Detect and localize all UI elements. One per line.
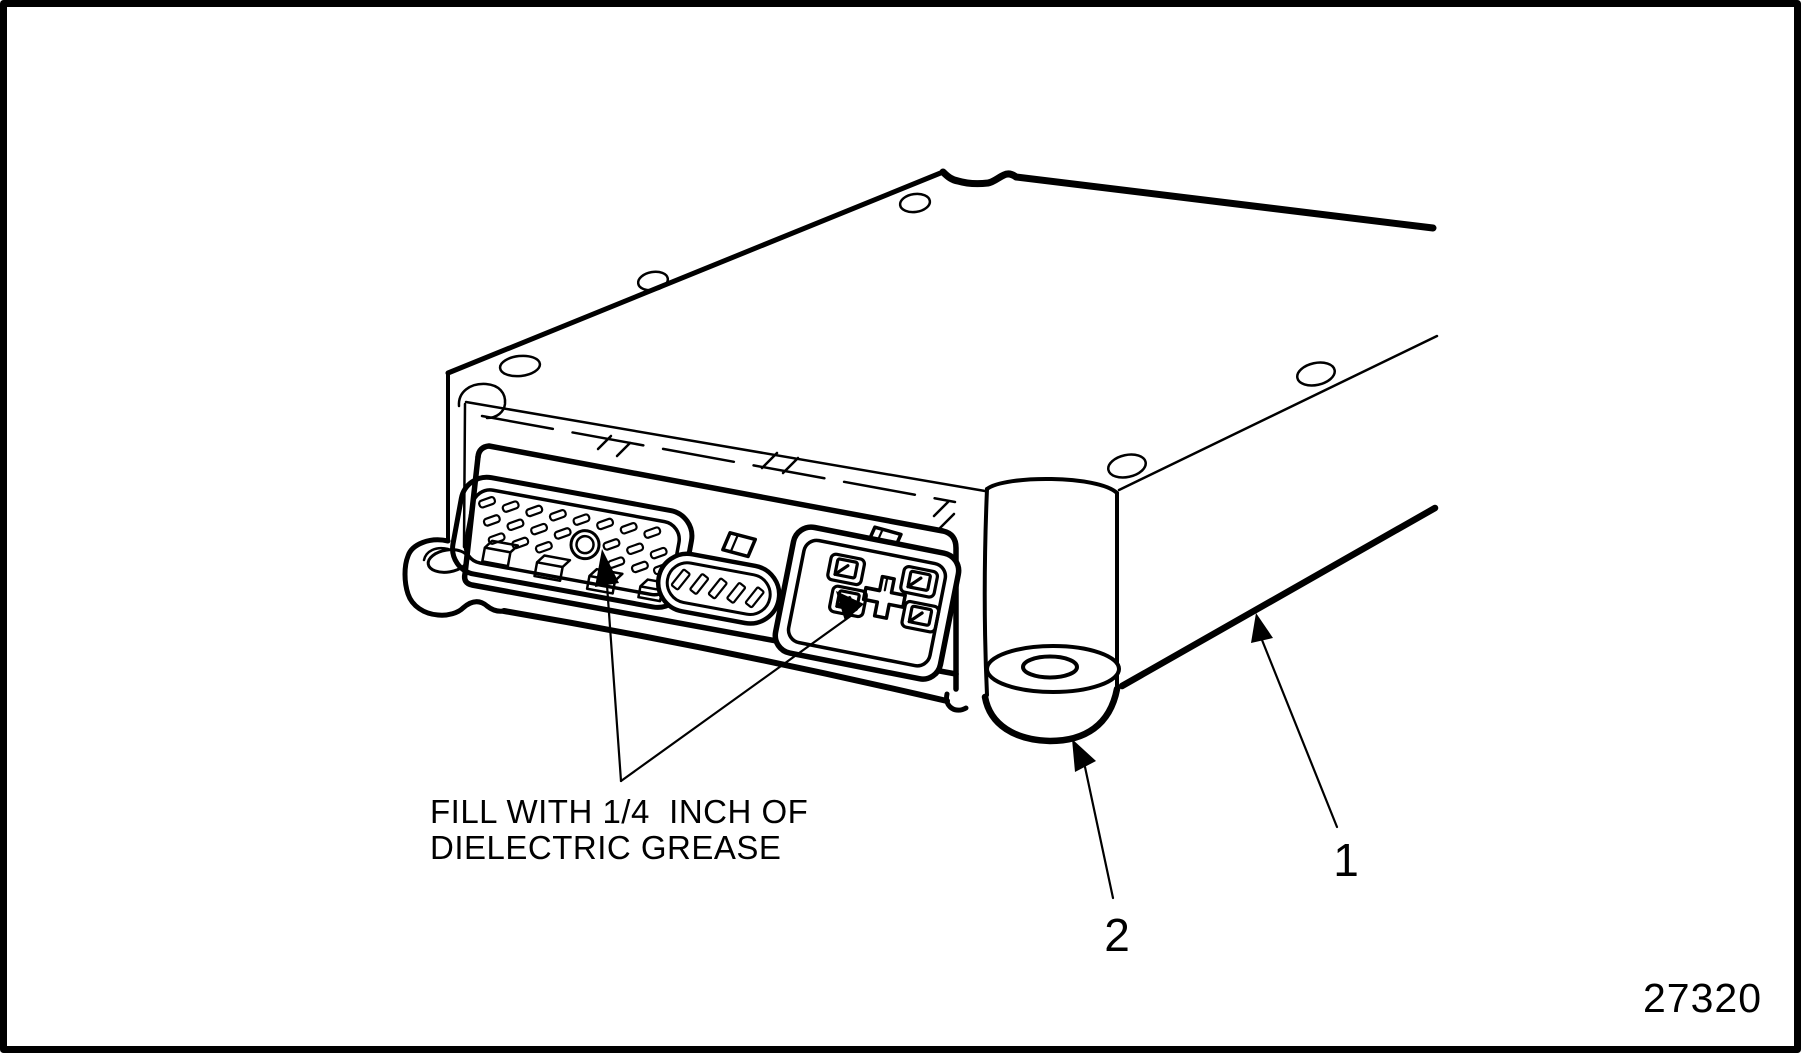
middle-connector	[655, 531, 782, 626]
front-lip-line	[464, 400, 987, 493]
module-body	[402, 168, 1439, 745]
middle-connector-blades	[670, 568, 765, 609]
foot-bottom-arc	[981, 685, 1121, 745]
grease-arrowhead-2	[836, 591, 864, 621]
connector-guide-ring	[569, 529, 601, 561]
module-back-edge	[939, 168, 1437, 232]
foot-washer	[985, 644, 1121, 694]
screw-holes	[498, 192, 1336, 479]
post-top-arc	[985, 477, 1119, 495]
callout-2-label: 2	[1104, 909, 1130, 961]
flange-top-arc	[422, 546, 450, 562]
screw-hole	[1296, 361, 1336, 387]
flange-outline	[402, 537, 507, 618]
callout-1-leader	[1260, 638, 1339, 829]
mounting-flange	[402, 537, 507, 618]
grease-arrowhead-1	[595, 549, 619, 587]
screw-hole	[636, 270, 670, 292]
power-connector	[772, 524, 962, 682]
grease-leader-line-2	[619, 613, 854, 783]
connector-pins	[478, 496, 671, 576]
callout-2-leader	[1083, 765, 1115, 900]
corner-foot	[981, 477, 1121, 745]
screw-hole	[898, 192, 932, 214]
middle-connector-tab	[721, 531, 758, 559]
module-bottom-right-edge	[1118, 504, 1439, 690]
top-face-right-edge	[1117, 334, 1439, 492]
grease-leader-line-1	[605, 583, 623, 783]
power-connector-outer	[772, 524, 962, 682]
power-connector-key-cross	[861, 574, 907, 620]
callout-1-arrowhead	[1251, 613, 1273, 643]
front-left-edge	[462, 402, 467, 549]
foot-washer-hole	[1021, 654, 1079, 680]
connector-panel	[461, 443, 959, 692]
surface-ticks	[596, 434, 956, 530]
grease-annotation-line2: DIELECTRIC GREASE	[430, 829, 781, 866]
module-top-left-edge	[445, 169, 946, 376]
annotation-arrows	[595, 549, 1339, 900]
flange-hole	[426, 548, 470, 574]
key-cross-detail	[866, 577, 889, 593]
grease-annotation-line1: FILL WITH 1/4 INCH OF	[430, 793, 808, 830]
middle-connector-inner	[665, 561, 772, 616]
front-lip-line-2	[480, 414, 957, 504]
screw-hole	[1107, 453, 1147, 479]
middle-connector-tab-line	[729, 534, 739, 554]
figure-number: 27320	[1643, 975, 1762, 1021]
callout-2-arrowhead	[1072, 739, 1096, 772]
corner-notch	[457, 382, 507, 420]
module-bottom-edge	[501, 608, 950, 704]
connector-guide-ring-hole	[575, 534, 595, 555]
callout-1-label: 1	[1333, 834, 1359, 886]
screw-hole	[498, 354, 542, 378]
bottom-hook	[944, 691, 969, 713]
